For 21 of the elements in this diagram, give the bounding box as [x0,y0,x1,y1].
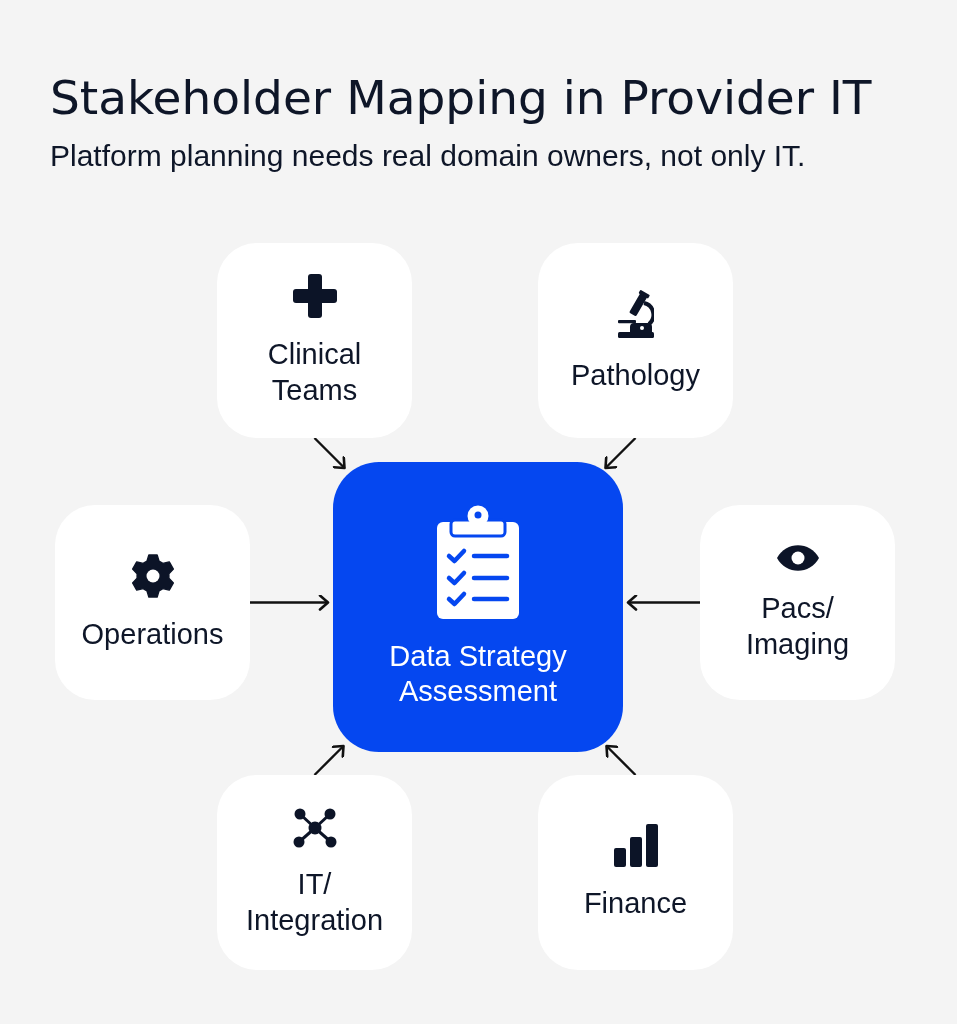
stakeholder-card [55,505,250,700]
arrow [313,437,346,470]
arrow [250,594,330,611]
subtitle: Platform planning needs real domain owners, not only IT. [50,141,806,171]
arrow [605,744,637,776]
stakeholder-card [217,775,412,970]
stakeholder-card [700,505,895,700]
stakeholder-card [538,243,733,438]
node-label: Pacs/ Imaging [744,590,851,662]
arrow [604,437,637,470]
assessment-card [333,462,623,752]
node-label: Data Strategy Assessment [388,639,568,709]
node-label: Pathology [571,357,700,393]
stakeholder-card [538,775,733,970]
arrow [313,744,345,776]
arrow [626,594,700,611]
node-label: Clinical Teams [266,336,363,408]
stakeholder-card [217,243,412,438]
node-label: Finance [583,886,688,921]
node-label: IT/ Integration [244,866,384,938]
node-label: Operations [81,616,224,652]
